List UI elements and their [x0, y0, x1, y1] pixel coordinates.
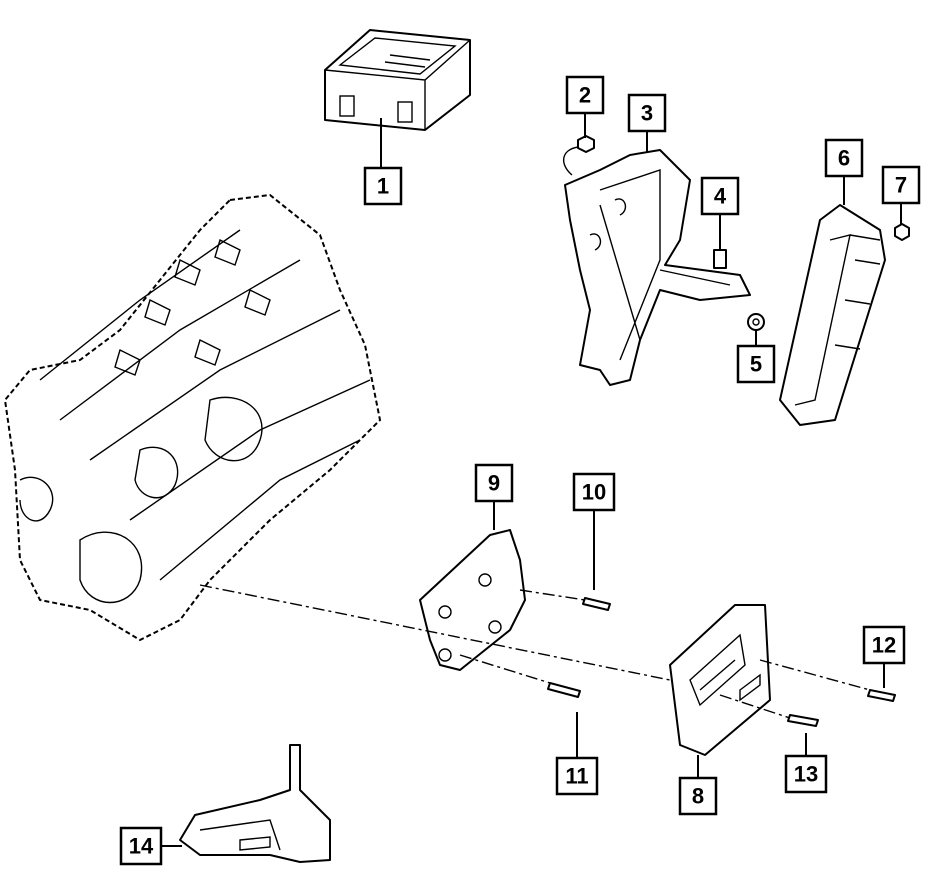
bolts: [547, 597, 896, 727]
callout-label: 2: [579, 83, 591, 108]
part-9-bracket: [419, 529, 526, 671]
part-12-bolt: [867, 689, 896, 702]
part-4-clip: [713, 249, 727, 269]
callout-label: 13: [794, 762, 818, 787]
callout-label: 7: [895, 173, 907, 198]
part-11-bolt: [547, 682, 581, 698]
part-13-bolt: [787, 714, 819, 727]
callout-label: 11: [565, 764, 588, 789]
callout-9: 9: [474, 463, 514, 503]
callout-11: 11: [555, 756, 599, 796]
callout-1: 1: [363, 166, 403, 206]
callout-2: 2: [565, 75, 605, 115]
callout-label: 5: [750, 352, 762, 377]
callout-label: 6: [838, 146, 850, 171]
callout-label: 8: [692, 784, 704, 809]
callout-6: 6: [824, 138, 864, 178]
part-7-nut: [894, 223, 910, 241]
part-10-bolt: [582, 597, 611, 611]
callout-5: 5: [736, 344, 776, 384]
callout-label: 3: [641, 101, 653, 126]
callout-label: 12: [872, 633, 896, 658]
callout-label: 4: [714, 184, 727, 209]
callout-label: 14: [129, 834, 154, 859]
callout-12: 12: [862, 625, 906, 665]
callout-label: 9: [488, 471, 500, 496]
part-2-nut: [563, 135, 595, 176]
callout-8: 8: [678, 776, 718, 816]
callout-label: 1: [377, 174, 389, 199]
callout-label: 10: [582, 480, 606, 505]
callout-14: 14: [119, 826, 163, 866]
part-8-ecm: [669, 604, 771, 756]
part-6-module: [779, 204, 886, 426]
part-1-module: [324, 29, 471, 131]
callout-3: 3: [627, 93, 667, 133]
center-lines: [199, 584, 871, 719]
callout-7: 7: [881, 165, 921, 205]
part-5-nut: [747, 313, 765, 331]
engine-block: [3, 193, 382, 642]
callout-13: 13: [784, 754, 828, 794]
callout-10: 10: [572, 472, 616, 512]
leader-lines: [159, 113, 902, 847]
part-14-module: [179, 744, 331, 863]
part-3-bracket: [564, 149, 751, 386]
callout-4: 4: [700, 176, 740, 216]
